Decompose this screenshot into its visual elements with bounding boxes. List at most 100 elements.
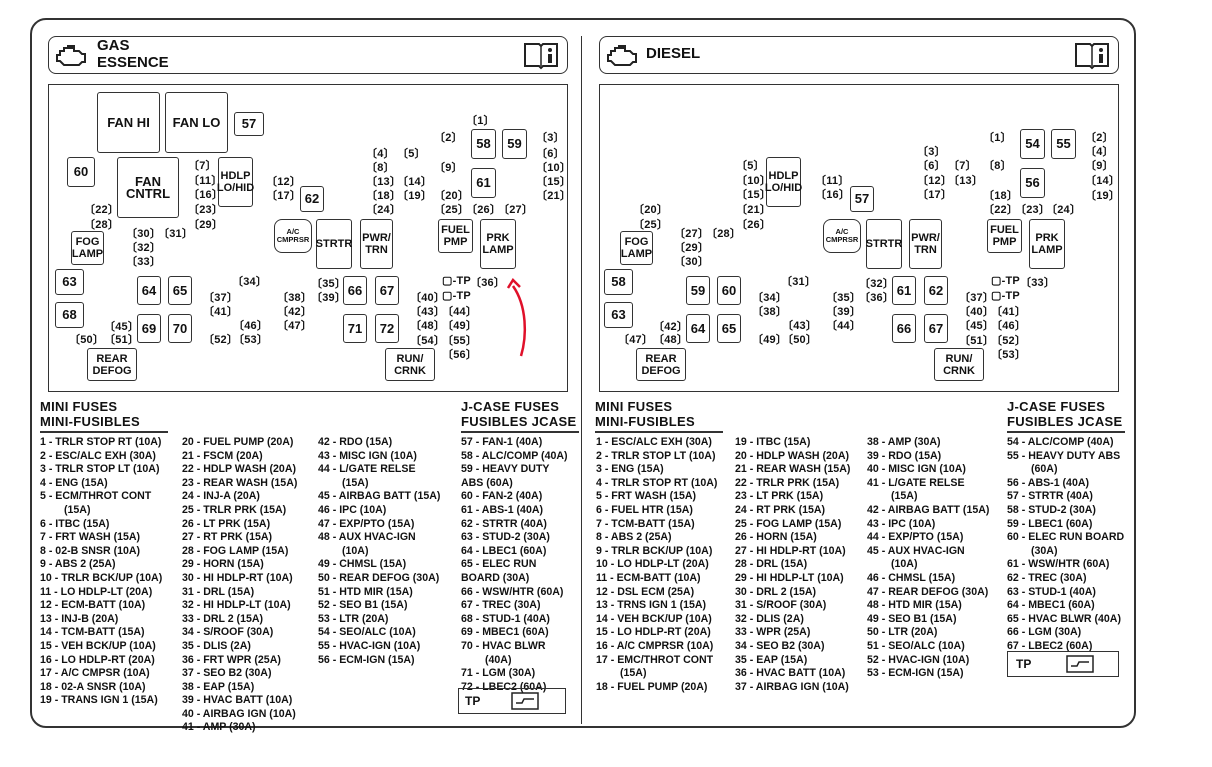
diesel-mini-fuse-9: 〔9〕 [1085,160,1114,172]
gas-header: GAS ESSENCE [48,36,568,74]
gas-mini-fuse-10: 〔10〕 [536,162,572,174]
gas-title: GAS [97,37,130,54]
legend-entry: 32 - HI HDLP-LT (10A) [182,599,291,612]
gas-mini-fuse-36: 〔36〕 [470,277,506,289]
diesel-mini-fuse-18: 〔18〕 [983,190,1019,202]
legend-entry: 35 - EAP (15A) [735,653,808,666]
fuse-63: 63 [55,269,84,295]
legend-entry: 25 - TRLR PRK (15A) [182,503,287,516]
diesel-mini-fuse-46: 〔46〕 [991,320,1027,332]
legend-entry: 8 - ABS 2 (25A) [596,531,672,544]
legend-entry: 52 - SEO B1 (15A) [318,599,408,612]
legend-entry: 51 - HTD MIR (15A) [318,585,413,598]
diesel-mini-fuse-53: 〔53〕 [991,349,1027,361]
legend-entry: 13 - INJ-B (20A) [40,612,119,625]
legend-entry: 61 - ABS-1 (40A) [461,503,544,516]
gas-legend-col4: 57 - FAN-1 (40A)58 - ALC/COMP (40A)59 - … [461,436,568,694]
fuse-59: 59 [686,276,710,305]
legend-entry: 25 - FOG LAMP (15A) [735,517,842,530]
legend-entry: 65 - HVAC BLWR (40A) [1007,612,1121,625]
panel-frame [30,18,1136,728]
legend-entry: 56 - ECM-IGN (15A) [318,653,415,666]
diesel-mini-fuse-29: 〔29〕 [674,242,710,254]
legend-entry: 23 - REAR WASH (15A) [182,476,298,489]
legend-entry: 64 - LBEC1 (60A) [461,544,547,557]
legend-entry: 4 - ENG (15A) [40,476,108,489]
legend-entry: 53 - ECM-IGN (15A) [867,667,964,680]
legend-entry: (15A) [64,503,91,516]
legend-entry: 18 - FUEL PUMP (20A) [596,680,708,693]
underline [595,431,723,433]
diesel-jcase-title-fr: FUSIBLES JCASE [1007,414,1123,429]
legend-entry: 43 - MISC IGN (10A) [318,449,417,462]
diesel-mini-fuse-28: 〔28〕 [706,228,742,240]
gas-mini-fuse-16: 〔16〕 [188,189,224,201]
gas-mini-fuse-38: 〔38〕 [277,292,313,304]
legend-entry: (60A) [1031,463,1058,476]
legend-entry: 52 - HVAC-IGN (10A) [867,653,970,666]
gas-mini-fuse-19: 〔19〕 [397,190,433,202]
legend-entry: 5 - FRT WASH (15A) [596,490,697,503]
diesel-mini-fuse-7: 〔7〕 [948,160,977,172]
legend-entry: 15 - VEH BCK/UP (10A) [40,639,156,652]
gas-mini-fuse-50: 〔50〕 [69,334,105,346]
diesel-mini-fuse-40: 〔40〕 [959,306,995,318]
diesel-mini-fuse-50: 〔50〕 [782,334,818,346]
legend-entry: 55 - HEAVY DUTY ABS [1007,449,1121,462]
legend-entry: 58 - STUD-2 (30A) [1007,503,1096,516]
legend-entry: 49 - SEO B1 (15A) [867,612,957,625]
diesel-mini-fuse-1: 〔1〕 [983,132,1012,144]
legend-entry: 40 - AIRBAG IGN (10A) [182,707,296,720]
fuse-59: 59 [502,129,527,159]
legend-entry: 2 - TRLR STOP LT (10A) [596,449,716,462]
test-point: ▢-TP [991,290,1020,302]
gas-mini-fuse-28: 〔28〕 [84,219,120,231]
diesel-mini-fuse-25: 〔25〕 [633,219,669,231]
legend-entry: 42 - RDO (15A) [318,436,393,448]
diesel-mini-fuse-26: 〔26〕 [736,219,772,231]
gas-mini-fuse-43: 〔43〕 [410,306,446,318]
gas-mini-fuse-15: 〔15〕 [536,176,572,188]
legend-entry: 32 - DLIS (2A) [735,612,804,625]
relay-starter: STRTR [866,219,902,269]
relay-park-lamp: PRK LAMP [480,219,516,269]
legend-entry: 68 - STUD-1 (40A) [461,612,550,625]
gas-mini-fuse-54: 〔54〕 [410,335,446,347]
legend-entry: 37 - SEO B2 (30A) [182,667,272,680]
diesel-mini-fuse-42: 〔42〕 [653,321,689,333]
legend-entry: 37 - AIRBAG IGN (10A) [735,680,849,693]
legend-entry: 22 - HDLP WASH (20A) [182,463,297,476]
diesel-legend-col4: 54 - ALC/COMP (40A)55 - HEAVY DUTY ABS(6… [1007,436,1124,654]
diesel-mini-fuse-11: 〔11〕 [815,175,850,187]
legend-entry: 22 - TRLR PRK (15A) [735,476,840,489]
gas-mini-fuse-34: 〔34〕 [232,276,268,288]
diesel-mini-fuse-16: 〔16〕 [815,189,851,201]
gas-mini-fuse-26: 〔26〕 [466,204,502,216]
legend-entry: 3 - TRLR STOP LT (10A) [40,463,160,476]
legend-entry: 10 - LO HDLP-LT (20A) [596,558,709,571]
relay-rear-defog: REAR DEFOG [87,348,137,381]
relay-park-lamp: PRK LAMP [1029,219,1065,269]
legend-entry: 29 - HI HDLP-LT (10A) [735,571,844,584]
gas-mini-fuse-25: 〔25〕 [434,204,470,216]
legend-entry: 67 - LBEC2 (60A) [1007,639,1093,652]
gas-fuse-box [48,84,568,392]
fuse-54: 54 [1020,129,1045,159]
legend-entry: 50 - LTR (20A) [867,626,938,639]
manual-book-icon [524,43,558,70]
diesel-mini-fuse-10: 〔10〕 [736,175,772,187]
test-point: ▢-TP [442,290,471,302]
relay-hdlp: HDLP LO/HID [765,157,802,207]
gas-legend-col3: 42 - RDO (15A)43 - MISC IGN (10A)44 - L/… [318,436,440,667]
gas-mini-fuse-48: 〔48〕 [410,320,446,332]
diesel-jcase-title: J-CASE FUSES [1007,399,1106,414]
legend-entry: 44 - L/GATE RELSE [318,463,416,476]
legend-entry: 47 - REAR DEFOG (30A) [867,585,989,598]
diesel-mini-fuse-30: 〔30〕 [674,256,710,268]
legend-entry: 65 - ELEC RUN [461,558,537,571]
gas-mini-fuse-51: 〔51〕 [104,334,140,346]
diesel-legend-col3: 38 - AMP (30A)39 - RDO (15A)40 - MISC IG… [867,436,989,681]
legend-entry: 30 - HI HDLP-RT (10A) [182,571,293,584]
legend-entry: 7 - FRT WASH (15A) [40,531,141,544]
gas-mini-fuses-title: MINI FUSES [40,399,118,414]
